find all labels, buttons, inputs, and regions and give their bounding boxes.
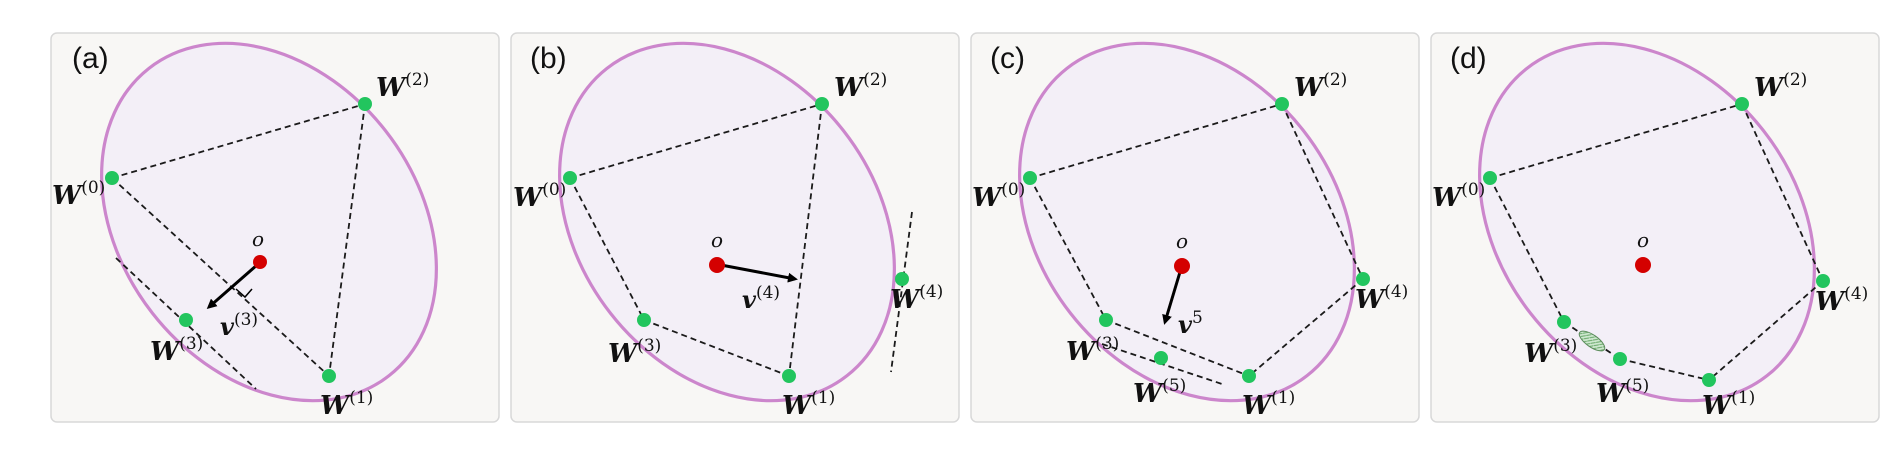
panel-c-vector-arrow [1162,271,1182,325]
panel-b-label-w2: W(2) [834,70,887,103]
panel-c-label-w5: W(5) [1133,376,1186,409]
panel-b: (b) o v(4) W(0) W(1) W(2) W(3) W(4) [510,32,960,423]
panel-a-node-w2 [358,97,372,111]
panel-b-vector-arrow [720,263,798,283]
panel-c-node-w5 [1154,351,1168,365]
panel-d-removed-node-marker [1578,330,1606,352]
panel-b-vector-label: v(4) [742,283,780,314]
panel-a-label-w0: W(0) [52,178,105,211]
panel-c-origin-label: o [1176,229,1188,253]
panel-c-edge [1029,177,1107,321]
panel-d-node-w0 [1483,171,1497,185]
panel-b-ellipse [558,41,896,403]
panel-b-node-w1 [782,369,796,383]
panel-b-label-w4: W(4) [890,282,943,315]
panel-d-edge [1619,358,1710,381]
panel-a-node-w0 [105,171,119,185]
panel-d-ellipse [1478,41,1816,403]
panel-d-node-w1 [1702,373,1716,387]
panel-c-node-w4 [1356,272,1370,286]
panel-a-label-w1: W(1) [320,388,373,421]
panel-c-label-w4: W(4) [1355,282,1408,315]
panel-c-edge [1248,278,1364,377]
panel-b-edge [569,177,645,321]
panel-c-node-w3 [1099,313,1113,327]
panel-a-right-angle-mark [235,288,253,299]
panel-b-node-w0 [563,171,577,185]
panel-b-node-w3 [637,313,651,327]
panel-a-edge [328,103,366,377]
panel-d-label-w0: W(0) [1432,180,1485,213]
panel-a-label-w2: W(2) [376,70,429,103]
panel-a-origin-label: o [252,227,264,251]
panel-b-origin-label: o [711,228,723,252]
panel-c-node-w0 [1023,171,1037,185]
panel-a-node-w1 [322,369,336,383]
panel-d-label-w5: W(5) [1596,376,1649,409]
panel-d-node-w2 [1735,97,1749,111]
panel-c-origin-point [1174,258,1190,274]
panel-b-edge [569,103,823,179]
panel-d-origin-point [1635,257,1651,273]
panel-c-label-w0: W(0) [972,180,1025,213]
panel-a-origin-point [253,255,267,269]
panel-a-edge [111,177,330,377]
panel-d-edge [1489,103,1743,179]
panel-c-edge [1029,103,1283,179]
panel-b-edge [643,319,790,377]
panel-c-label-w2: W(2) [1294,70,1347,103]
panel-b-origin-point [709,257,725,273]
panel-c-edge [1281,103,1364,280]
panel-b-edge [788,103,823,377]
panel-d-node-w4 [1816,274,1830,288]
panel-b-label-w0: W(0) [513,180,566,213]
panel-d-edge [1708,280,1824,381]
panel-b-node-w2 [815,97,829,111]
panel-c-node-w2 [1275,97,1289,111]
panel-d-label-w4: W(4) [1815,284,1868,317]
panel-d-label-w1: W(1) [1702,388,1755,421]
panel-a-edge [111,103,366,179]
panel-a: (a) o v(3) W(0) W(1) W(2) W(3) [50,32,500,423]
panel-a-label: (a) [72,42,109,75]
panel-b-label: (b) [530,42,567,75]
panel-d-label-w2: W(2) [1754,70,1807,103]
panel-c-label-w3: W(3) [1066,334,1119,367]
panel-c-ellipse [1018,41,1356,403]
panel-d-node-w5 [1613,352,1627,366]
panel-d-edge [1741,103,1824,282]
panel-d-label: (d) [1450,42,1487,75]
panel-b-label-w3: W(3) [608,336,661,369]
panel-d: (d) o W(0) W(1) W(2) W(3) W(4) W(5) [1430,32,1880,423]
panel-d-edge [1489,177,1565,323]
panel-c-vector-label: v5 [1178,308,1203,339]
panel-a-vector-arrow [206,263,258,309]
panel-a-ellipse [100,41,438,403]
panel-b-node-w4 [895,272,909,286]
panel-c-edge [1105,319,1250,377]
panel-a-label-w3: W(3) [150,334,203,367]
panel-b-label-w1: W(1) [782,388,835,421]
panel-d-label-w3: W(3) [1524,336,1577,369]
panel-c-label-w1: W(1) [1242,388,1295,421]
panel-c-label: (c) [990,42,1025,75]
panel-d-origin-label: o [1637,228,1649,252]
panel-c: (c) o v5 W(0) W(1) W(2) W(3) W(4) W(5) [970,32,1420,423]
panel-a-vector-label: v(3) [220,310,258,341]
panel-b-tangent-line [890,211,913,373]
panel-d-node-w3 [1557,315,1571,329]
panel-a-node-w3 [179,313,193,327]
panel-c-node-w1 [1242,369,1256,383]
